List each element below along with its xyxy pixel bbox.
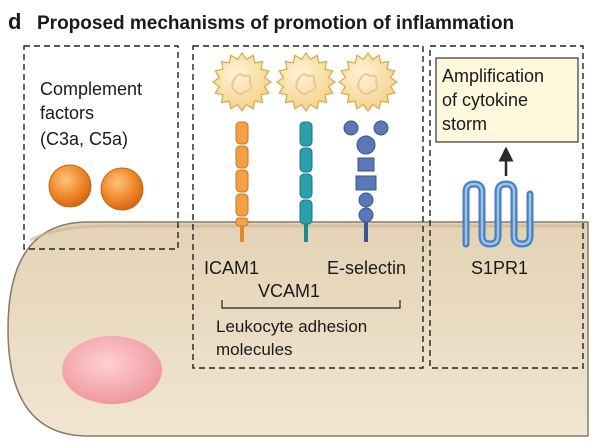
complement-box — [23, 45, 179, 250]
adhesion-group-line2: molecules — [216, 340, 293, 359]
vcam1-label: VCAM1 — [258, 281, 320, 301]
vcam1-molecule — [299, 121, 313, 242]
s1pr1-box — [429, 45, 584, 369]
panel-letter: d — [8, 9, 21, 34]
icam1-label: ICAM1 — [204, 258, 259, 278]
s1pr1-label: S1PR1 — [471, 258, 528, 278]
leukocyte-icon — [337, 51, 399, 113]
amplification-callout — [435, 57, 579, 143]
grouping-bracket — [221, 300, 401, 309]
e-selectin-molecule — [343, 120, 389, 242]
complement-label-line2: factors — [40, 103, 94, 123]
complement-label-line3: (C3a, C5a) — [40, 129, 128, 149]
panel-title: Proposed mechanisms of promotion of infl… — [37, 13, 514, 34]
leukocyte-icon — [275, 51, 337, 113]
s1pr1-receptor-highlight — [464, 182, 532, 246]
callout-line2: of cytokine — [442, 90, 528, 110]
adhesion-box — [192, 45, 424, 369]
callout-line1: Amplification — [442, 66, 544, 86]
complement-label-line1: Complement — [40, 79, 142, 99]
e-selectin-label: E-selectin — [327, 258, 406, 278]
leukocyte-icon — [211, 51, 273, 113]
icam1-molecule — [235, 121, 249, 242]
nucleus — [62, 336, 162, 404]
complement-factor-ball — [100, 167, 144, 211]
cell-membrane — [29, 224, 585, 242]
adhesion-group-line1: Leukocyte adhesion — [216, 317, 367, 336]
complement-factor-ball — [48, 164, 92, 208]
callout-line3: storm — [442, 114, 487, 134]
